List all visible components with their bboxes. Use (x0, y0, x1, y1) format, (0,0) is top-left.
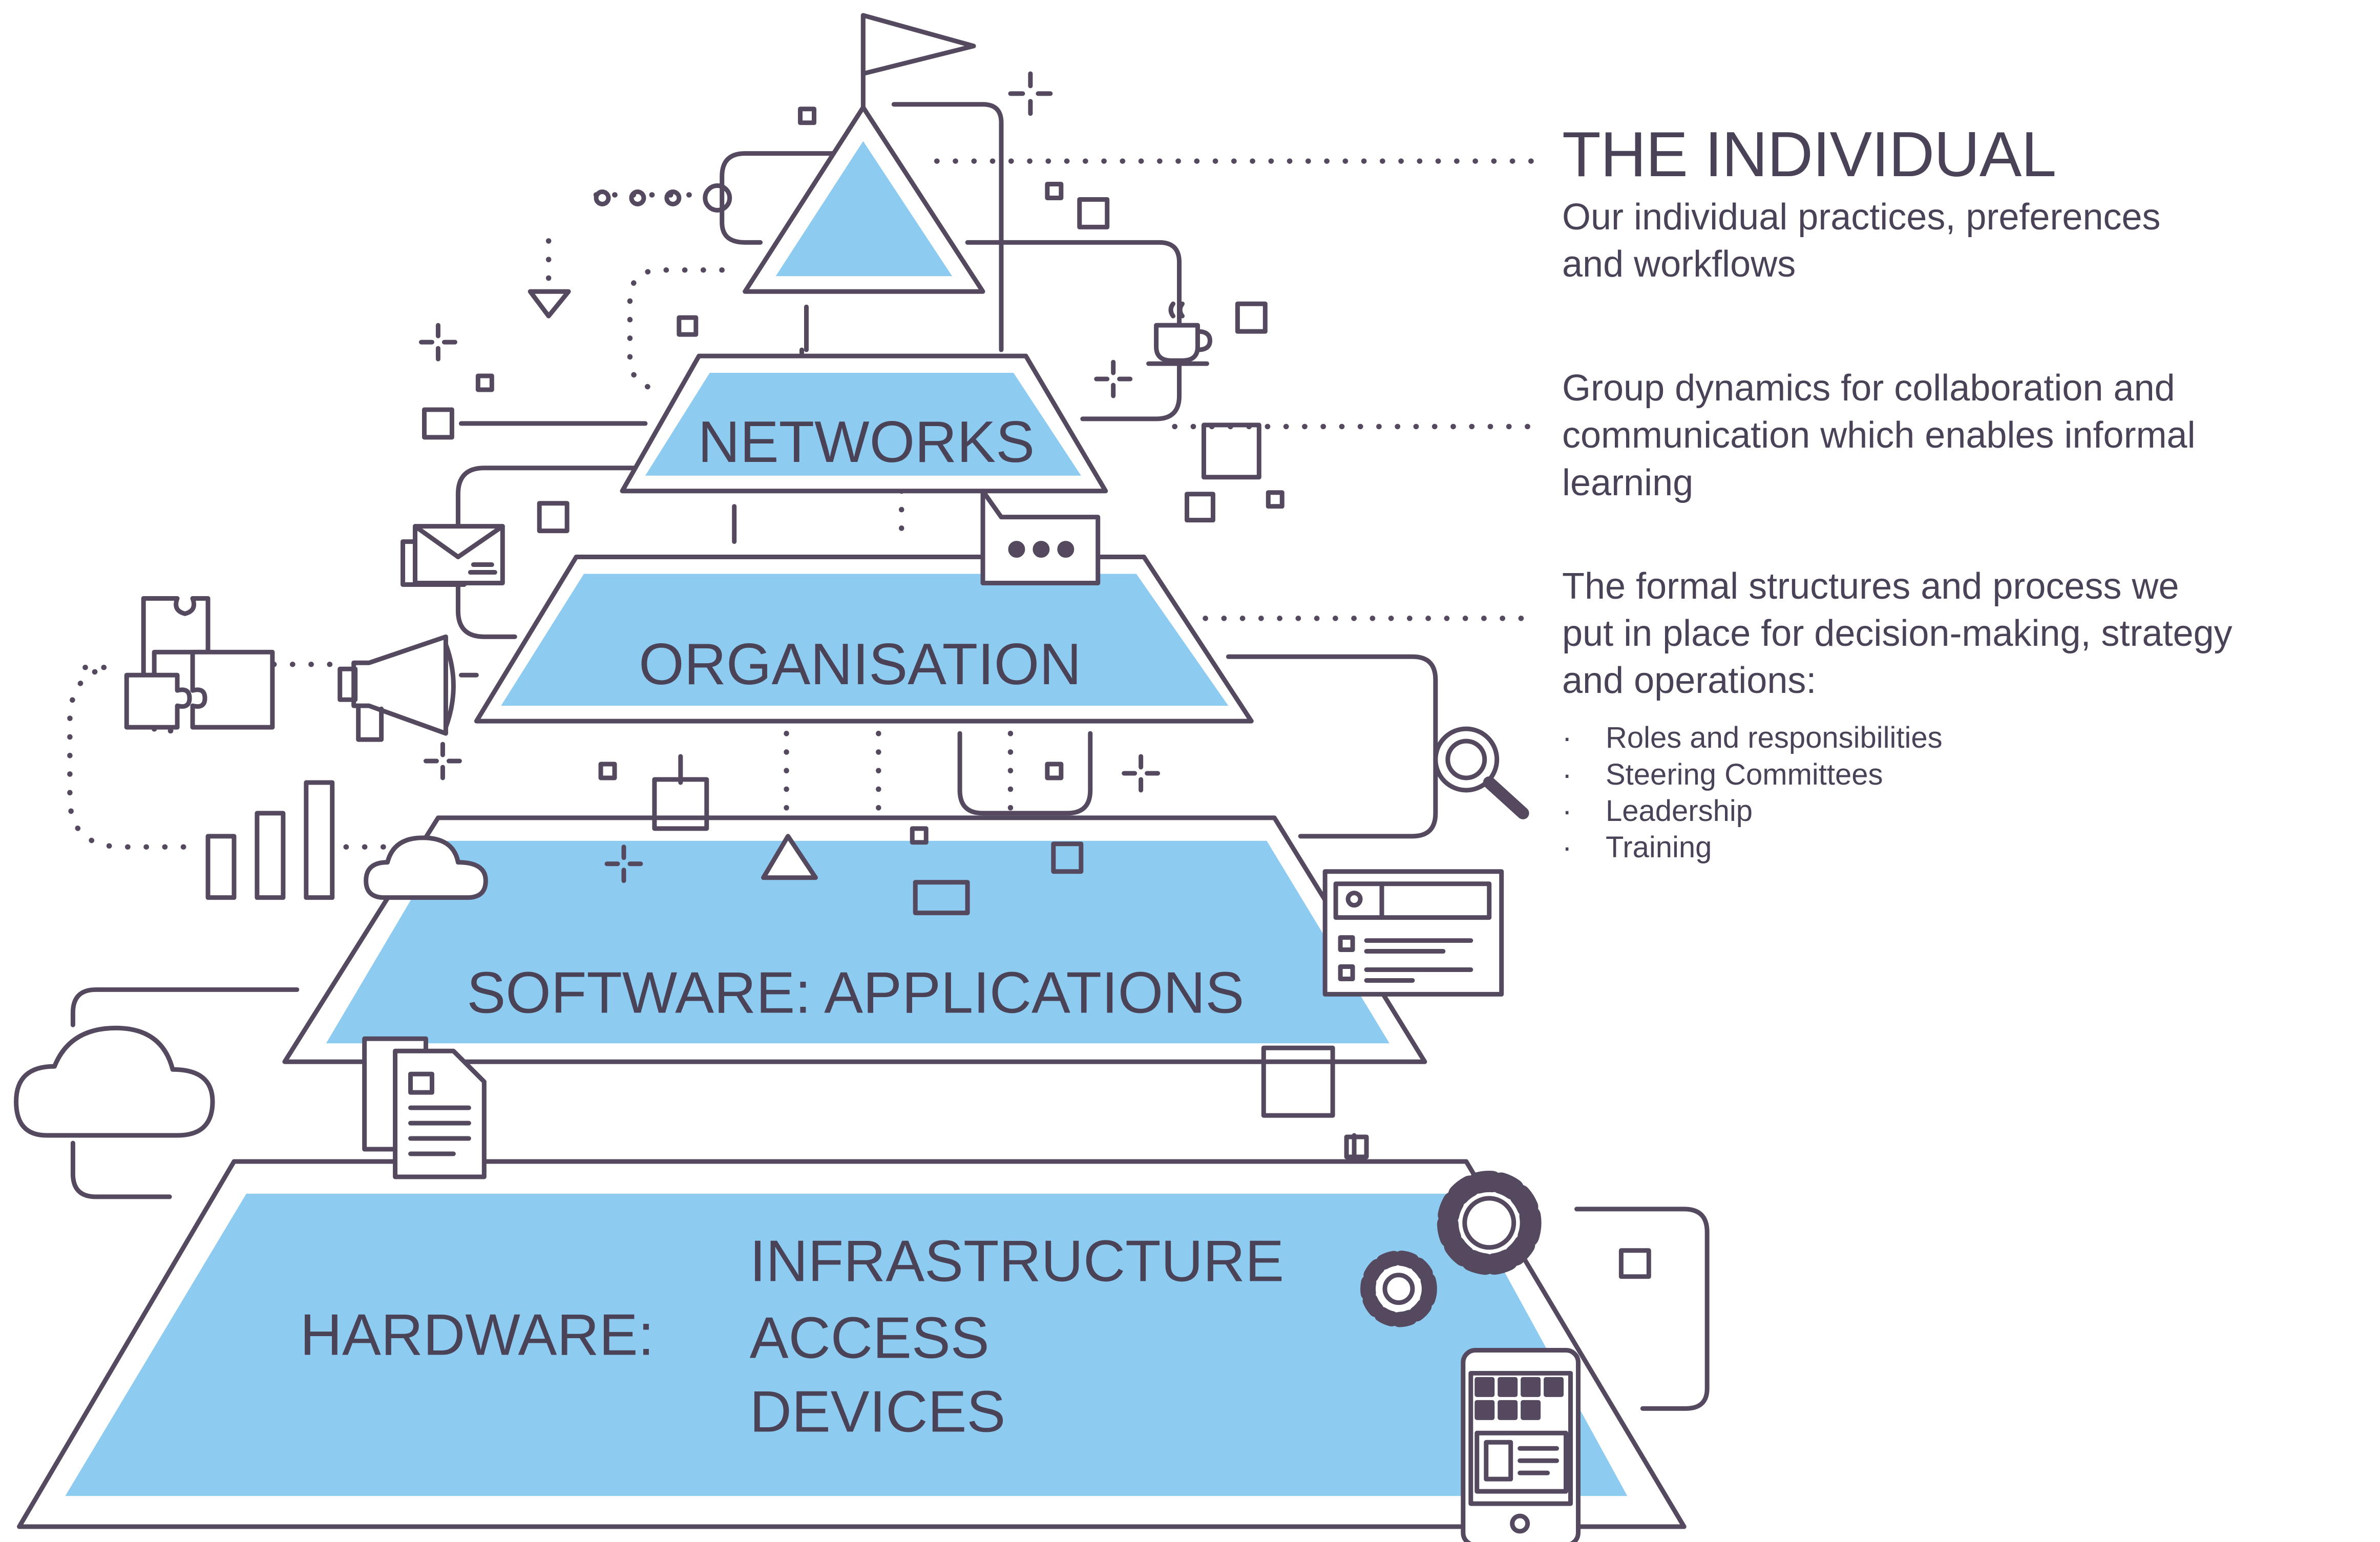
coffee-cup-icon (1146, 301, 1212, 366)
hardware-item-access: ACCESS (750, 1305, 989, 1370)
individual-title: THE INDIVIDUAL (1562, 119, 2056, 190)
gear-icon (1360, 1250, 1437, 1327)
organisation-line-2: put in place for decision-making, strate… (1562, 612, 2232, 654)
tier-label-networks: NETWORKS (698, 410, 1035, 475)
bullet-item: Roles and responsibilities (1562, 720, 2361, 756)
tier-organisation-shape (474, 555, 1254, 724)
browser-window-icon (1322, 869, 1504, 997)
tier-networks-shape (620, 353, 1108, 494)
gear-icon (1437, 1170, 1542, 1275)
tier-individual-shape (743, 105, 985, 294)
hardware-item-devices: DEVICES (750, 1379, 1006, 1444)
tier-label-software: SOFTWARE: APPLICATIONS (467, 960, 1244, 1025)
bar-chart-icon (205, 780, 335, 900)
individual-line-1: Our individual practices, preferences (1562, 197, 2161, 238)
magnifier-icon (1433, 726, 1529, 819)
puzzle-icon (124, 596, 275, 730)
sparkle-icon (419, 71, 1161, 883)
triangle-icon (761, 834, 818, 880)
document-icon (362, 1036, 487, 1179)
networks-line-1: Group dynamics for collaboration and (1562, 368, 2175, 409)
networks-description: Group dynamics for collaboration and com… (1562, 365, 2361, 506)
organisation-text: The formal structures and process we put… (1562, 563, 2361, 704)
hardware-item-infrastructure: INFRASTRUCTURE (750, 1229, 1284, 1294)
organisation-line-3: and operations: (1562, 660, 1817, 702)
cloud-icon (14, 1025, 215, 1138)
bullet-item: Steering Committees (1562, 756, 2361, 793)
organisation-description: The formal structures and process we put… (1562, 563, 2361, 866)
flag-icon (860, 13, 976, 110)
bullet-item: Training (1562, 829, 2361, 866)
tier-hardware-shape (17, 1159, 1687, 1529)
decor-squares (422, 107, 1651, 1279)
tier-label-organisation: ORGANISATION (639, 632, 1081, 697)
individual-text: Our individual practices, preferences an… (1562, 194, 2361, 288)
dots-row (594, 183, 732, 213)
networks-text: Group dynamics for collaboration and com… (1562, 365, 2361, 506)
envelope-icon (401, 524, 505, 587)
down-triangle-icon (528, 289, 571, 319)
cloud-icon (364, 835, 488, 900)
organisation-line-1: The formal structures and process we (1562, 565, 2179, 607)
megaphone-icon (338, 634, 479, 742)
individual-description: THE INDIVIDUAL Our individual practices,… (1562, 123, 2361, 288)
tier-label-hardware: HARDWARE: (300, 1302, 654, 1367)
bullet-item: Leadership (1562, 793, 2361, 830)
organisation-bullets: Roles and responsibilities Steering Comm… (1562, 720, 2361, 866)
tablet-icon (1461, 1348, 1581, 1542)
networks-line-3: learning (1562, 462, 1694, 503)
networks-line-2: communication which enables informal (1562, 415, 2196, 456)
chat-bubble-icon (980, 489, 1101, 585)
tier-software-shape (282, 815, 1427, 1064)
description-panel: THE INDIVIDUAL Our individual practices,… (1562, 123, 2361, 866)
individual-line-2: and workflows (1562, 244, 1796, 285)
